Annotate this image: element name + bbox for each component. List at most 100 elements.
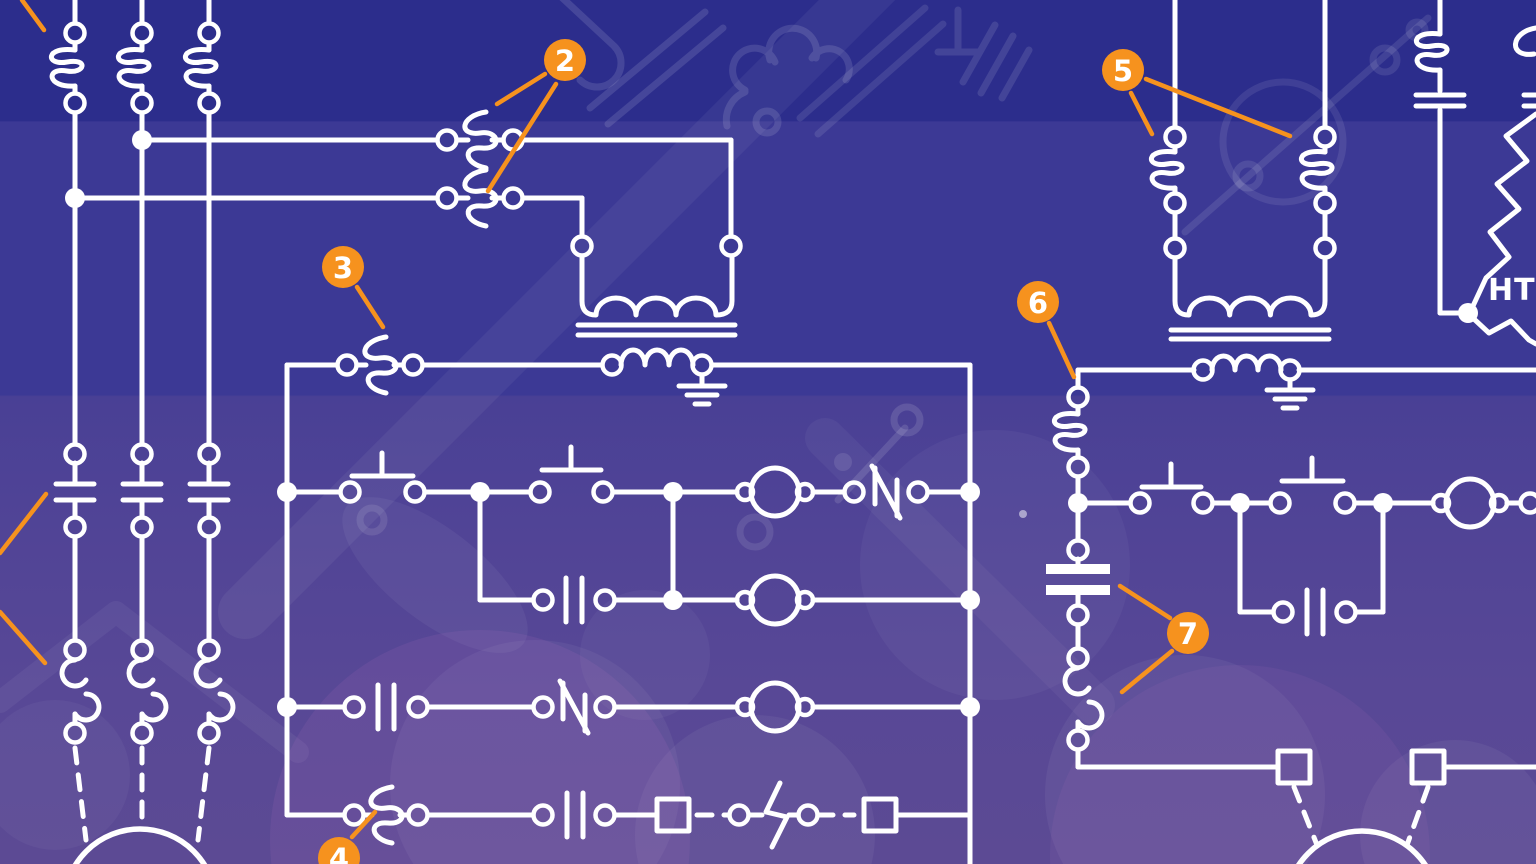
bokeh-blob [0, 700, 130, 850]
junction-dot [277, 697, 297, 717]
terminal-circle [1128, 491, 1152, 515]
terminal-circle [63, 515, 87, 539]
terminal-circle [403, 480, 427, 504]
terminal-circle [1271, 600, 1295, 624]
terminal-circle [401, 353, 425, 377]
bokeh-blob [1045, 655, 1325, 864]
terminal-circle [1488, 492, 1510, 514]
junction-dot [663, 590, 683, 610]
junction-dot [1373, 493, 1393, 513]
fuse-symbol [115, 46, 152, 89]
terminal-circle [906, 480, 930, 504]
fuse-symbol [48, 46, 85, 89]
junction-dot [960, 590, 980, 610]
terminal-circle [1163, 125, 1187, 149]
terminal-circle [593, 695, 617, 719]
capacitor-plate [1046, 585, 1110, 595]
callout-2-leader [494, 71, 548, 107]
junction-dot [1230, 493, 1250, 513]
terminal-circle [842, 480, 866, 504]
fuse-symbol [362, 334, 399, 396]
overload-curl [59, 657, 89, 689]
callout-2: 2 [485, 39, 586, 194]
overload-curl [193, 657, 223, 689]
callout-4-badge [318, 837, 360, 864]
terminal-circle [1066, 455, 1090, 479]
bokeh-blob [1360, 740, 1536, 864]
wire [557, 678, 591, 736]
terminal-circle [197, 442, 221, 466]
callout-7-leader [1119, 648, 1175, 695]
terminal-circle [197, 721, 221, 745]
terminal-circle [1066, 603, 1090, 627]
callout-3-number: 3 [333, 251, 353, 285]
callout-3-leader [354, 284, 386, 330]
fuse-symbol [1298, 148, 1335, 191]
terminal-circle [63, 21, 87, 45]
transformer-primary-winding [579, 253, 735, 318]
bokeh-blob [580, 590, 710, 720]
terminal-circle [435, 186, 459, 210]
callout-2-leader [485, 81, 559, 194]
heater-label: HT [1488, 273, 1535, 308]
resistor-zigzag [1471, 316, 1536, 347]
callout-2-number: 2 [555, 44, 575, 78]
terminal-circle [130, 442, 154, 466]
fuse-symbol [1051, 410, 1088, 453]
offscreen-callout-leaders [0, 0, 49, 666]
terminal-circle [1518, 491, 1536, 515]
terminal-circle [1334, 600, 1358, 624]
bokeh-blob [635, 715, 875, 864]
junction-dot [960, 697, 980, 717]
callout-4: 4 [318, 809, 378, 864]
wire-dashed [195, 745, 212, 843]
junction-dot [663, 482, 683, 502]
watermark-circle [356, 504, 388, 536]
callout-7-leader [1117, 583, 1173, 621]
circuit-diagram [48, 0, 1536, 864]
callout-6-leader [1046, 320, 1077, 380]
wire-dashed [1291, 784, 1320, 848]
callout-4-leader [349, 809, 378, 840]
callout-7-badge [1167, 612, 1209, 654]
coil-symbol [748, 573, 802, 627]
watermark-dot [834, 453, 852, 471]
terminal-circle [1066, 385, 1090, 409]
coil-symbol [748, 680, 802, 734]
overload-curl [1062, 665, 1092, 697]
motor-circle [1296, 828, 1428, 864]
coil-symbol [748, 465, 802, 519]
terminal-circle [1066, 538, 1090, 562]
fuse-symbol [1413, 30, 1450, 73]
watermark-circle [1232, 160, 1264, 192]
watermark-coil [722, 24, 853, 130]
terminal-circle [197, 91, 221, 115]
terminal-circle [531, 588, 555, 612]
callout-3: 3 [322, 246, 386, 330]
terminal-circle [501, 186, 525, 210]
callout-layer: 2 3 4 5 6 7 [0, 0, 1293, 864]
fuse-symbol [462, 167, 499, 229]
bokeh-dot [1019, 510, 1027, 518]
callout-5-leader [1128, 90, 1155, 137]
terminal-circle [1430, 492, 1452, 514]
terminal-circle [130, 91, 154, 115]
terminal-circle [1268, 491, 1292, 515]
transformer-secondary-winding [1209, 353, 1284, 373]
terminal-circle [63, 91, 87, 115]
wire-dashed [1404, 784, 1431, 848]
callout-4-number: 4 [329, 842, 349, 864]
watermark-hook [559, 0, 625, 91]
watermark-circle [736, 513, 774, 551]
wire-dashed [72, 745, 89, 843]
terminal-circle [531, 803, 555, 827]
callout-6-number: 6 [1028, 286, 1048, 320]
terminal-circle [406, 803, 430, 827]
watermark-slash [814, 20, 947, 138]
junction-dot [132, 130, 152, 150]
terminal-circle [1313, 191, 1337, 215]
watermark-slash [796, 4, 929, 122]
fuse-symbol [1513, 25, 1536, 57]
